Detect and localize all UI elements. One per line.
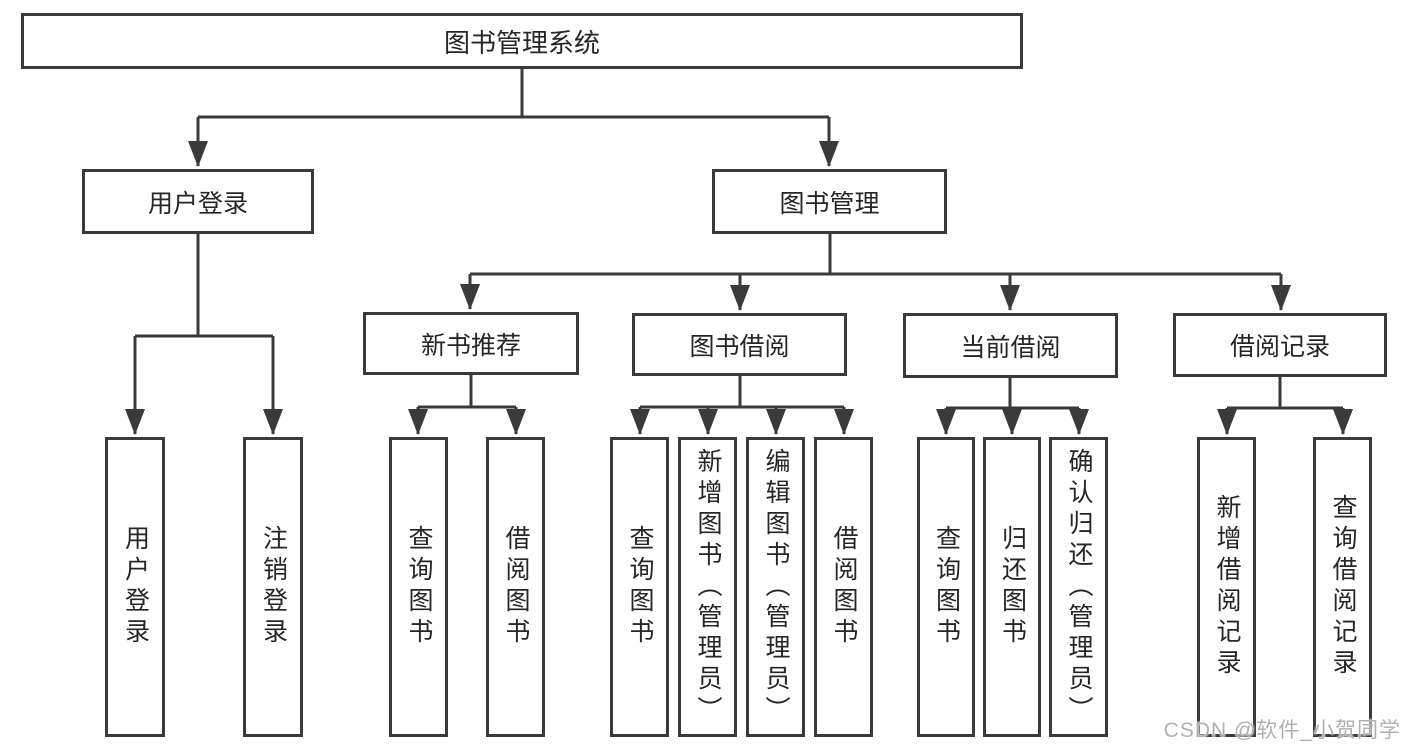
connector-root-split xyxy=(198,68,829,119)
node-book-management: 图书管理 xyxy=(712,169,947,234)
connector-user-login-split xyxy=(135,233,273,338)
watermark-text: CSDN @软件_小贺同学 xyxy=(1163,719,1401,742)
leaf-cb-return-book: 归还图书 xyxy=(983,437,1041,737)
node-borrowing-records: 借阅记录 xyxy=(1173,313,1387,377)
leaf-logout: 注销登录 xyxy=(243,437,303,737)
connector-current-borrow-split xyxy=(946,378,1079,410)
connector-book-mgmt-split xyxy=(470,233,1281,276)
node-new-book-recommendation: 新书推荐 xyxy=(363,312,579,375)
node-book-borrowing: 图书借阅 xyxy=(632,313,847,376)
leaf-user-login: 用户登录 xyxy=(105,437,165,737)
node-current-borrowing: 当前借阅 xyxy=(903,313,1118,378)
leaf-nb-borrow-book: 借阅图书 xyxy=(486,437,545,737)
leaf-br-add-borrow-record: 新增借阅记录 xyxy=(1197,437,1256,737)
leaf-bb-add-book-admin: 新增图书（管理员） xyxy=(678,437,737,737)
leaf-bb-query-book: 查询图书 xyxy=(610,437,669,737)
connector-book-borrow-split xyxy=(640,376,844,409)
node-user-login: 用户登录 xyxy=(82,169,314,234)
leaf-nb-query-book: 查询图书 xyxy=(389,437,448,737)
node-root: 图书管理系统 xyxy=(21,13,1023,69)
leaf-bb-edit-book-admin: 编辑图书（管理员） xyxy=(746,437,805,737)
connector-new-book-split xyxy=(418,375,516,409)
connector-borrow-records-split xyxy=(1227,377,1343,410)
leaf-br-query-borrow-record: 查询借阅记录 xyxy=(1313,437,1372,737)
leaf-cb-query-book: 查询图书 xyxy=(917,437,975,737)
leaf-bb-borrow-book: 借阅图书 xyxy=(814,437,873,737)
leaf-cb-confirm-return-admin: 确认归还（管理员） xyxy=(1049,437,1108,737)
